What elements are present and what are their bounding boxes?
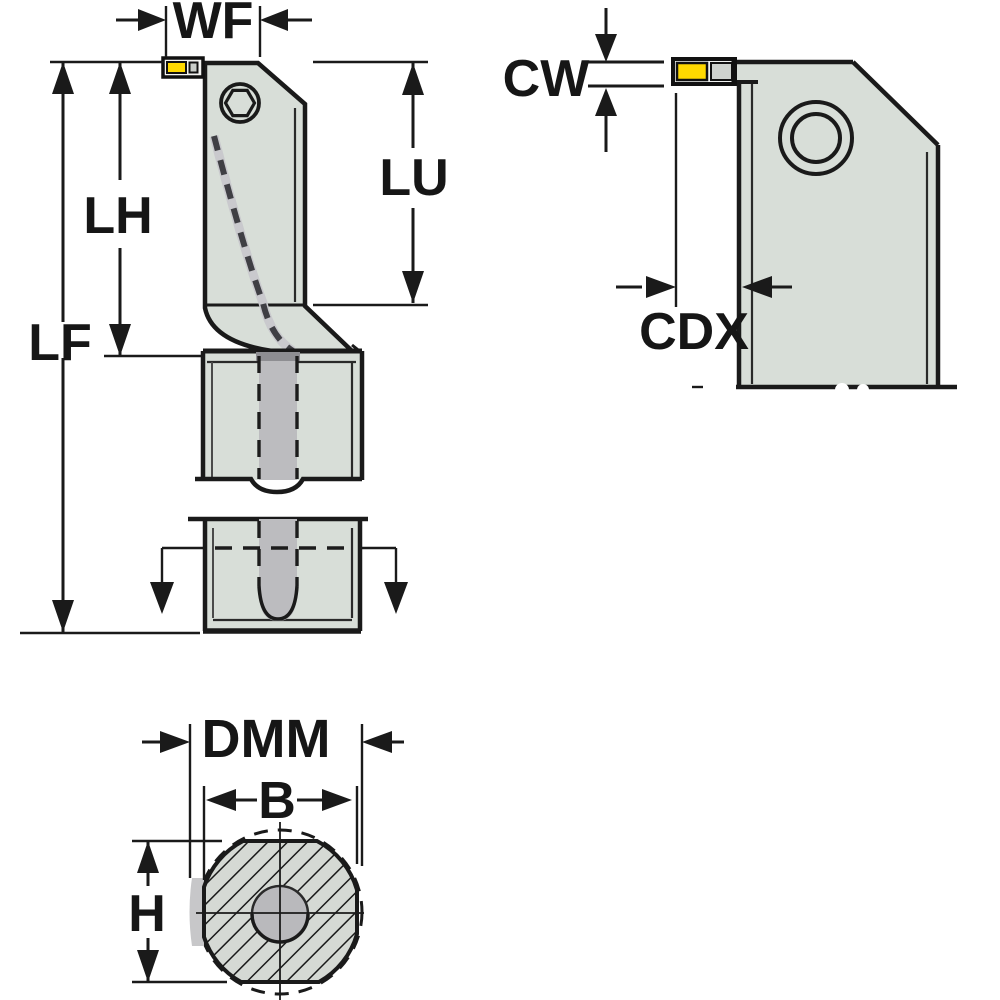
side-clamp-segment <box>710 62 733 81</box>
label-cdx: CDX <box>639 303 749 361</box>
shank-break-edge <box>195 476 362 495</box>
side-bevel-edge <box>851 60 940 147</box>
lf-arrow-up <box>52 62 74 94</box>
label-lf: LF <box>28 314 92 372</box>
b-arrow-left <box>206 789 236 811</box>
break-notch-1 <box>835 383 849 397</box>
lh-arrow-up <box>109 62 131 94</box>
dim-cw: CW <box>503 8 664 152</box>
front-blade-outline <box>202 60 358 354</box>
clamp-screw-circle <box>219 82 261 124</box>
front-view: WF LH LF LU <box>20 0 449 635</box>
lf-arrow-down <box>52 600 74 632</box>
h-arrow-down <box>137 950 159 982</box>
cdx-arrow-left <box>646 276 676 298</box>
lu-arrow-up <box>402 63 424 95</box>
label-b: B <box>258 772 296 830</box>
label-dmm: DMM <box>202 709 331 769</box>
label-cw: CW <box>503 50 591 108</box>
dim-cdx: CDX <box>616 93 792 361</box>
cutting-insert-side <box>675 61 709 82</box>
dim-lf: LF <box>28 62 92 632</box>
side-body-fill <box>733 62 938 387</box>
cw-arrow-up <box>595 88 617 116</box>
front-insert-assembly <box>161 56 205 79</box>
label-lh: LH <box>83 187 152 245</box>
bore-outer-circle <box>778 100 854 176</box>
dim-b: B <box>202 772 359 880</box>
section-flat-sliver <box>189 878 204 946</box>
hex-socket-icon <box>223 88 257 118</box>
section-view: DMM B H <box>128 709 404 1000</box>
dim-dmm: DMM <box>142 709 404 878</box>
dim-lh: LH <box>83 62 153 356</box>
cutting-insert-front <box>166 61 187 74</box>
label-wf: WF <box>173 0 254 50</box>
lu-arrow-down <box>402 271 424 303</box>
cw-arrow-down <box>595 34 617 62</box>
dmm-arrow-left <box>160 731 190 753</box>
wf-arrow-right <box>260 9 288 31</box>
coolant-channel-upper <box>259 353 297 480</box>
cdx-arrow-right <box>742 276 772 298</box>
label-h: H <box>128 885 166 943</box>
channel-bottom-arc <box>257 585 299 621</box>
side-insert-assembly <box>671 57 737 86</box>
label-lu: LU <box>379 149 448 207</box>
wf-arrow-left <box>138 9 166 31</box>
b-arrow-right <box>322 789 352 811</box>
leader-right-arrow <box>384 582 408 614</box>
bore-inner-circle <box>790 112 842 164</box>
insert-clamp-segment <box>188 61 199 74</box>
coolant-channel-lower <box>259 519 297 621</box>
shank-leader-arrows <box>150 546 408 614</box>
side-view: CW CDX <box>503 8 957 397</box>
dmm-arrow-right <box>362 731 392 753</box>
coolant-passage-hidden-line <box>211 135 295 354</box>
h-arrow-up <box>137 841 159 873</box>
coolant-channel-top <box>256 352 300 361</box>
dim-wf: WF <box>116 0 312 57</box>
dim-h: H <box>128 839 227 984</box>
shank-corner-bevel <box>351 343 363 355</box>
leader-left-arrow <box>150 582 174 614</box>
lh-arrow-down <box>109 324 131 356</box>
dim-lu: LU <box>379 62 449 303</box>
break-notch-2 <box>857 384 869 396</box>
